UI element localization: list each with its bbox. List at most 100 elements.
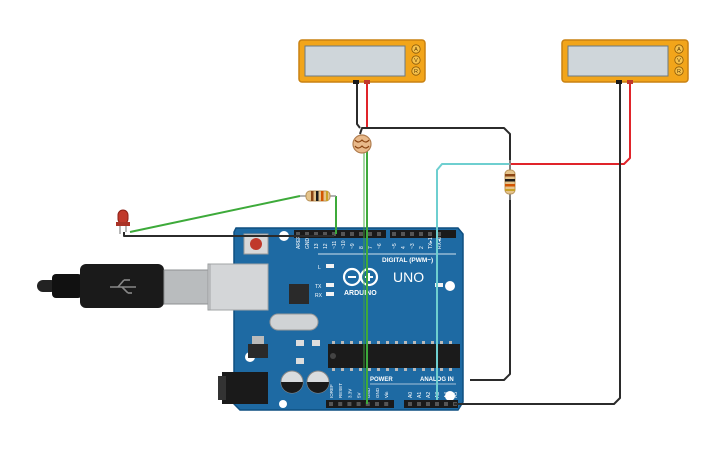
meter-mode-v-button[interactable] [411, 55, 421, 65]
wire-led-to-gnd[interactable] [123, 232, 334, 237]
crystal-oscillator [269, 313, 319, 331]
power-pin-hole[interactable] [338, 402, 343, 406]
power-pin-label: GND [375, 387, 380, 398]
led-tx-label: TX [315, 284, 322, 290]
meter-mode-label: V [414, 58, 418, 64]
power-pin-label: Vin [384, 391, 389, 398]
power-pin-hole[interactable] [375, 402, 379, 406]
digital-pin-hole[interactable] [392, 232, 396, 236]
analog-pin-hole[interactable] [408, 402, 412, 406]
digital-pin-label: 13 [314, 243, 320, 249]
meter-mode-label: A [414, 47, 418, 53]
analog-pin-label: A1 [417, 392, 423, 398]
wire-meter1-black[interactable] [356, 82, 361, 129]
power-pin-label: GND [366, 387, 371, 398]
analog-pin-hole[interactable] [435, 402, 439, 406]
digital-pin-hole[interactable] [437, 232, 441, 236]
power-pin-hole[interactable] [384, 402, 389, 406]
digital-pin-hole[interactable] [296, 232, 300, 236]
digital-pin-label: 8 [359, 246, 365, 249]
meter-mode-a-button[interactable] [411, 44, 421, 54]
reset-button[interactable] [243, 233, 269, 255]
wire-cyan-analog[interactable] [436, 163, 510, 400]
analog-pin-label: A0 [408, 392, 414, 398]
power-pin-label: 5V [357, 392, 362, 398]
digital-pin-hole[interactable] [314, 232, 318, 236]
wires[interactable] [123, 82, 640, 405]
digital-pin-label: ~3 [410, 243, 416, 249]
analog-pin-label: A5 [453, 392, 459, 398]
power-pin-label: IOREF [329, 384, 334, 398]
usb-controller-chip [289, 284, 309, 304]
digital-pin-label: TX▸1 [428, 237, 434, 249]
photoresistor[interactable] [352, 134, 372, 154]
analog-pin-hole[interactable] [444, 402, 448, 406]
meter-mode-label: A [677, 47, 681, 53]
power-pin-label: 3.3V [347, 389, 352, 398]
capacitors [280, 370, 330, 394]
digital-pin-hole[interactable] [428, 232, 432, 236]
multimeter-2[interactable]: AVR [561, 39, 689, 84]
usb-symbol-icon [110, 279, 136, 294]
digital-pin-label: AREF [296, 236, 302, 249]
board-model-label: UNO [393, 269, 424, 285]
led-on-label: ON [447, 284, 455, 290]
digital-pin-hole[interactable] [377, 232, 381, 236]
meter-mode-label: R [677, 69, 681, 75]
arduino-logo-text: ARDUINO [344, 290, 377, 297]
digital-pin-hole[interactable] [410, 232, 414, 236]
digital-pin-label: ~11 [332, 241, 338, 249]
analog-pin-hole[interactable] [426, 402, 430, 406]
status-leds [326, 264, 443, 296]
analog-header [404, 400, 458, 408]
power-pin-hole[interactable] [329, 402, 333, 406]
digital-pin-hole[interactable] [323, 232, 327, 236]
digital-pin-label: ~10 [341, 240, 347, 249]
resistor-pullup[interactable] [504, 160, 516, 200]
digital-pin-label: 4 [401, 246, 407, 249]
digital-pin-label: 2 [419, 246, 425, 249]
digital-header-left [294, 230, 386, 238]
wire-resistor-to-led[interactable] [129, 195, 301, 233]
digital-pin-hole[interactable] [359, 232, 363, 236]
mounting-hole [445, 391, 455, 401]
multimeter-1[interactable]: AVR [298, 39, 426, 84]
multimeter-1-mode-buttons[interactable]: AVR [411, 44, 421, 76]
digital-pin-hole[interactable] [305, 232, 309, 236]
power-pin-hole[interactable] [347, 402, 352, 406]
wire-meter2-black[interactable] [454, 82, 621, 405]
digital-pin-hole[interactable] [341, 232, 345, 236]
power-pin-hole[interactable] [356, 402, 361, 406]
wire-meter2-red[interactable] [510, 82, 631, 165]
atmega-microcontroller [328, 341, 460, 371]
digital-pin-label: GND [305, 238, 311, 250]
meter-mode-r-button[interactable] [674, 66, 684, 76]
power-jack[interactable] [218, 372, 268, 404]
meter-mode-r-button[interactable] [411, 66, 421, 76]
arduino-logo-icon [342, 267, 379, 287]
digital-header-label: DIGITAL (PWM~) [382, 257, 433, 264]
digital-pin-label: RX◂0 [437, 237, 443, 249]
digital-pin-hole[interactable] [350, 232, 354, 236]
meter-mode-v-button[interactable] [674, 55, 684, 65]
resistor-led[interactable] [300, 190, 336, 202]
wire-ldr-black-return[interactable] [359, 127, 511, 381]
digital-pin-label: ~9 [350, 243, 356, 249]
digital-pin-hole[interactable] [419, 232, 423, 236]
digital-pin-hole[interactable] [368, 232, 372, 236]
meter-mode-label: R [414, 69, 418, 75]
digital-pin-label: ~5 [392, 243, 398, 249]
digital-pin-hole[interactable] [332, 232, 336, 236]
red-led[interactable] [116, 209, 130, 234]
digital-pin-label: 7 [368, 246, 374, 249]
multimeter-2-mode-buttons[interactable]: AVR [674, 44, 684, 76]
digital-pin-holes[interactable] [296, 232, 441, 236]
analog-pin-hole[interactable] [417, 402, 421, 406]
meter-mode-a-button[interactable] [674, 44, 684, 54]
digital-pin-hole[interactable] [401, 232, 405, 236]
analog-pin-label: A4 [444, 392, 450, 398]
